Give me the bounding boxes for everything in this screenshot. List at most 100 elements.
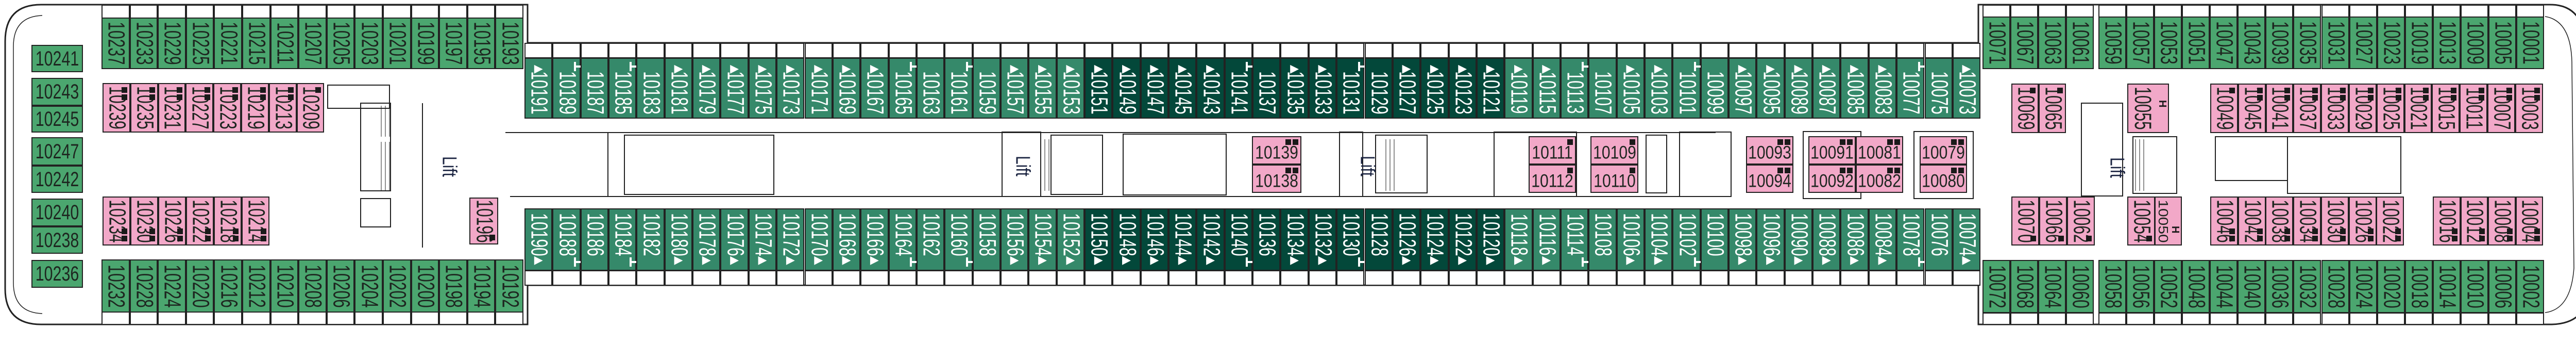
cabin-10177[interactable]: 10177▶ <box>720 58 749 119</box>
cabin-10098[interactable]: 10098▶ <box>1728 208 1757 271</box>
cabin-10193[interactable]: 10193 <box>495 18 523 69</box>
cabin-10120[interactable]: 10120▶ <box>1476 208 1505 271</box>
cabin-10147[interactable]: 10147▶ <box>1140 58 1169 119</box>
cabin-10245[interactable]: 10245 <box>31 106 83 133</box>
cabin-10095[interactable]: 10095▶ <box>1756 58 1785 119</box>
cabin-10156[interactable]: 10156▶ <box>1000 208 1029 271</box>
cabin-10172[interactable]: 10172▶ <box>776 208 805 271</box>
cabin-10209[interactable]: 10209 <box>296 83 325 133</box>
cabin-10160[interactable]: 10160 <box>944 208 973 271</box>
cabin-10231[interactable]: 10231 <box>158 83 186 133</box>
cabin-10239[interactable]: 10239 <box>103 83 130 133</box>
cabin-10121[interactable]: 10121▶ <box>1476 58 1505 119</box>
cabin-10152[interactable]: 10152▶ <box>1056 208 1084 271</box>
cabin-10143[interactable]: 10143▶ <box>1196 58 1225 119</box>
cabin-10083[interactable]: 10083▶ <box>1868 58 1897 119</box>
cabin-10243[interactable]: 10243 <box>31 78 83 106</box>
cabin-10082[interactable]: 10082 <box>1856 165 1903 193</box>
cabin-10103[interactable]: 10103▶ <box>1645 58 1673 119</box>
cabin-10201[interactable]: 10201 <box>383 18 411 69</box>
cabin-10153[interactable]: 10153▶ <box>1056 58 1084 119</box>
cabin-10049[interactable]: 10049 <box>2210 84 2238 133</box>
cabin-10037[interactable]: 10037 <box>2293 84 2321 133</box>
cabin-10032[interactable]: 10032 <box>2293 260 2321 313</box>
cabin-10052[interactable]: 10052 <box>2154 260 2182 313</box>
cabin-10203[interactable]: 10203 <box>354 18 383 69</box>
cabin-10060[interactable]: 10060 <box>2066 260 2094 313</box>
cabin-10036[interactable]: 10036 <box>2265 260 2294 313</box>
cabin-10014[interactable]: 10014 <box>2432 260 2461 313</box>
cabin-10084[interactable]: 10084▶ <box>1868 208 1897 271</box>
cabin-10206[interactable]: 10206 <box>326 259 355 313</box>
cabin-10109[interactable]: 10109 <box>1590 136 1638 165</box>
cabin-10229[interactable]: 10229 <box>158 18 186 69</box>
cabin-10002[interactable]: 10002 <box>2516 260 2545 313</box>
cabin-10127[interactable]: 10127▶ <box>1392 58 1421 119</box>
cabin-10212[interactable]: 10212 <box>242 259 270 313</box>
cabin-10012[interactable]: 10012 <box>2460 197 2488 246</box>
cabin-10023[interactable]: 10023 <box>2377 17 2405 69</box>
cabin-10038[interactable]: 10038 <box>2265 197 2294 246</box>
cabin-10191[interactable]: 10191▶ <box>524 58 553 119</box>
cabin-10170[interactable]: 10170▶ <box>804 208 833 271</box>
cabin-10006[interactable]: 10006 <box>2488 260 2516 313</box>
cabin-10099[interactable]: 10099 <box>1700 58 1729 119</box>
cabin-10186[interactable]: 10186 <box>580 208 609 271</box>
cabin-10030[interactable]: 10030 <box>2320 197 2349 246</box>
cabin-10199[interactable]: 10199 <box>411 18 439 69</box>
cabin-10148[interactable]: 10148▶ <box>1112 208 1141 271</box>
cabin-10031[interactable]: 10031 <box>2321 17 2349 69</box>
cabin-10200[interactable]: 10200 <box>411 259 439 313</box>
cabin-10202[interactable]: 10202 <box>383 259 411 313</box>
cabin-10204[interactable]: 10204 <box>354 259 383 313</box>
cabin-10005[interactable]: 10005 <box>2488 17 2516 69</box>
cabin-10093[interactable]: 10093 <box>1746 136 1793 165</box>
cabin-10137[interactable]: 10137 <box>1252 58 1281 119</box>
cabin-10176[interactable]: 10176▶ <box>720 208 749 271</box>
cabin-10194[interactable]: 10194 <box>467 259 496 313</box>
cabin-10051[interactable]: 10051 <box>2182 17 2210 69</box>
cabin-10173[interactable]: 10173▶ <box>776 58 805 119</box>
cabin-10056[interactable]: 10056 <box>2126 260 2155 313</box>
cabin-10161[interactable]: 10161 <box>944 58 973 119</box>
cabin-10179[interactable]: 10179▶ <box>692 58 721 119</box>
cabin-10003[interactable]: 10003 <box>2515 84 2543 133</box>
cabin-10061[interactable]: 10061 <box>2066 17 2094 69</box>
cabin-10208[interactable]: 10208 <box>298 259 327 313</box>
cabin-10068[interactable]: 10068 <box>2010 260 2038 313</box>
cabin-10009[interactable]: 10009 <box>2460 17 2488 69</box>
cabin-10087[interactable]: 10087▶ <box>1812 58 1841 119</box>
cabin-10181[interactable]: 10181▶ <box>664 58 693 119</box>
cabin-10196[interactable]: 10196 <box>469 198 498 244</box>
cabin-10025[interactable]: 10025 <box>2376 84 2404 133</box>
cabin-10054[interactable]: 10054 <box>2127 197 2155 246</box>
cabin-10116[interactable]: 10116▶ <box>1532 208 1561 271</box>
cabin-10035[interactable]: 10035 <box>2293 17 2321 69</box>
cabin-10053[interactable]: 10053 <box>2154 17 2182 69</box>
cabin-10142[interactable]: 10142▶ <box>1196 208 1225 271</box>
cabin-10237[interactable]: 10237 <box>101 18 130 69</box>
cabin-10029[interactable]: 10029 <box>2349 84 2377 133</box>
cabin-10086[interactable]: 10086▶ <box>1840 208 1869 271</box>
cabin-10105[interactable]: 10105▶ <box>1616 58 1645 119</box>
cabin-10079[interactable]: 10079 <box>1920 136 1967 165</box>
cabin-10169[interactable]: 10169▶ <box>832 58 861 119</box>
cabin-10040[interactable]: 10040 <box>2238 260 2266 313</box>
cabin-10106[interactable]: 10106▶ <box>1616 208 1645 271</box>
cabin-10190[interactable]: 10190▶ <box>524 208 553 271</box>
cabin-10090[interactable]: 10090▶ <box>1784 208 1813 271</box>
cabin-10043[interactable]: 10043 <box>2238 17 2266 69</box>
cabin-10165[interactable]: 10165 <box>888 58 917 119</box>
cabin-10007[interactable]: 10007 <box>2487 84 2515 133</box>
cabin-10122[interactable]: 10122▶ <box>1448 208 1477 271</box>
cabin-10233[interactable]: 10233 <box>129 18 158 69</box>
cabin-10174[interactable]: 10174▶ <box>748 208 777 271</box>
cabin-10154[interactable]: 10154▶ <box>1028 208 1057 271</box>
cabin-10144[interactable]: 10144▶ <box>1168 208 1197 271</box>
cabin-10062[interactable]: 10062 <box>2067 197 2095 246</box>
cabin-10064[interactable]: 10064 <box>2038 260 2066 313</box>
cabin-10073[interactable]: 10073▶ <box>1952 58 1981 119</box>
cabin-10047[interactable]: 10047 <box>2210 17 2238 69</box>
